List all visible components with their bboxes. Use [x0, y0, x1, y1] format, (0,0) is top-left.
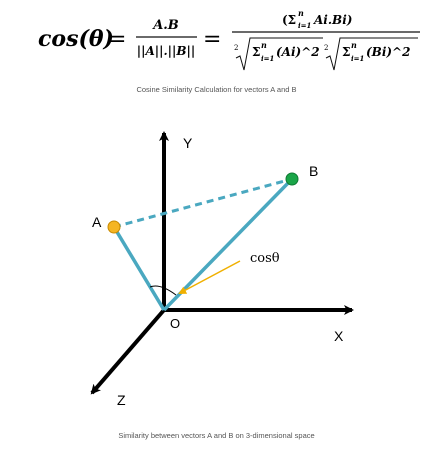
formula-sum-numerator-sup: n — [298, 8, 304, 18]
formula-eq-2: = — [203, 27, 221, 52]
z-axis-label: Z — [117, 392, 126, 408]
origin-label: O — [170, 316, 180, 331]
formula-den-sum-b: Σ — [342, 45, 350, 59]
vector-b — [162, 177, 294, 312]
formula-den-sum-a-tail: (Ai)^2 — [276, 45, 320, 59]
point-a-label: A — [92, 214, 102, 230]
formula-den-sum-b-tail: (Bi)^2 — [366, 45, 410, 59]
angle-label: cosθ — [250, 251, 280, 266]
formula-numerator-ab: A.B — [151, 18, 179, 33]
formula-caption: Cosine Similarity Calculation for vector… — [136, 85, 297, 94]
formula-eq-1: = — [108, 27, 126, 52]
a-b-dashed-link — [113, 177, 293, 229]
formula-lhs: cos(θ) — [38, 26, 114, 52]
formula-den-sum-b-sub: i=1 — [351, 54, 364, 63]
formula-den-sum-a-sup: n — [261, 40, 267, 50]
cosine-formula: cos(θ) = A.B ||A||.||B|| = (Σ n i=1 Ai.B… — [38, 8, 420, 71]
point-a — [107, 220, 121, 234]
diagram-caption: Similarity between vectors A and B on 3-… — [118, 431, 315, 440]
z-axis — [90, 308, 166, 395]
formula-root-index-1: 2 — [234, 44, 238, 52]
formula-den-sum-b-sup: n — [351, 40, 357, 50]
vector-space-diagram: Y X Z O A B cosθ — [90, 131, 354, 408]
x-axis-label: X — [334, 328, 344, 344]
y-axis-label: Y — [183, 135, 193, 151]
formula-root-index-2: 2 — [324, 44, 328, 52]
vector-a — [112, 226, 166, 311]
point-b — [285, 172, 299, 186]
formula-denominator-norms: ||A||.||B|| — [137, 44, 196, 58]
angle-arc — [149, 285, 177, 296]
angle-pointer-arrow — [178, 260, 241, 294]
formula-sqrt-sign-1 — [235, 37, 323, 71]
formula-sqrt-sign-2 — [325, 37, 418, 71]
formula-sum-numerator-tail: Ai.Bi) — [313, 13, 352, 27]
formula-sum-numerator: (Σ — [282, 13, 296, 27]
formula-sum-numerator-sub: i=1 — [298, 21, 311, 30]
formula-den-sum-a: Σ — [252, 45, 260, 59]
point-b-label: B — [309, 163, 318, 179]
formula-den-sum-a-sub: i=1 — [261, 54, 274, 63]
